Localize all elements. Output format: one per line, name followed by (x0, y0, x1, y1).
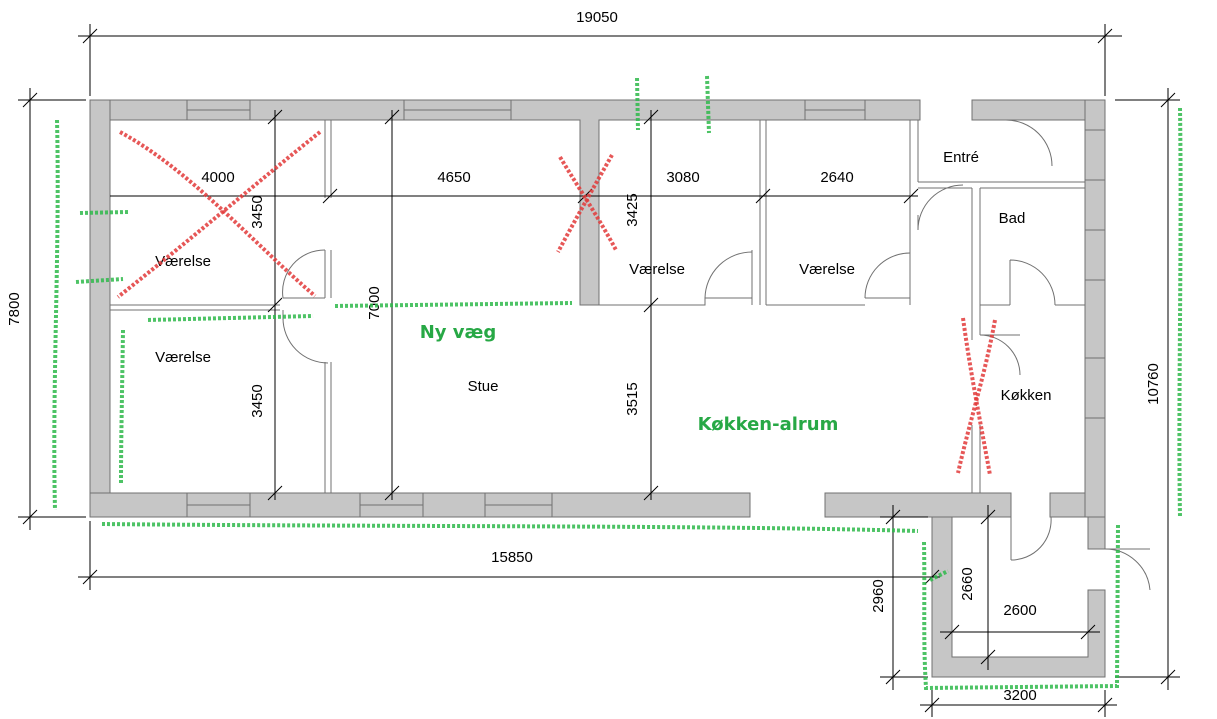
annotation-kokken-alrum: Køkken-alrum (698, 414, 839, 435)
dim-overall-width: 19050 (576, 9, 618, 26)
doors (282, 119, 1151, 591)
dim-bottom-length: 15850 (491, 549, 533, 566)
green-line (705, 75, 711, 134)
interior-walls (110, 100, 1085, 493)
room-label-bad: Bad (999, 210, 1026, 227)
red-cross-line (556, 154, 614, 253)
green-line (79, 210, 129, 215)
dim-room-width-2: 4650 (437, 169, 470, 186)
annotation-ny-vaeg: Ny væg (420, 322, 497, 343)
window (1084, 129, 1106, 181)
windows (186, 99, 1106, 518)
green-line (929, 569, 949, 582)
wall-annex (931, 516, 1106, 678)
door-swing (1009, 259, 1056, 306)
room-label-kokken: Køkken (1001, 387, 1052, 404)
door-swing (972, 119, 1053, 167)
green-line (1177, 107, 1183, 518)
green-line (334, 301, 573, 308)
room-labels: Værelse Værelse Værelse Værelse Stue Ent… (155, 149, 1051, 404)
door-swing (704, 251, 753, 299)
green-line (635, 77, 640, 131)
door-swing (1104, 548, 1151, 591)
dim-room-width-3: 3080 (666, 169, 699, 186)
green-line (75, 277, 124, 284)
red-cross-line (956, 319, 997, 474)
dim-lower-left-depth: 3450 (249, 384, 266, 417)
dim-mid-upper-depth: 3425 (624, 193, 641, 226)
door-swing (864, 252, 911, 299)
dim-room-width-1: 4000 (201, 169, 234, 186)
green-markup: Ny væg Køkken-alrum (52, 75, 1183, 691)
door-swing (1010, 516, 1052, 561)
dim-upper-left-depth: 3450 (249, 195, 266, 228)
dim-annex-outer-height: 2960 (870, 579, 887, 612)
dim-total-height: 10760 (1145, 363, 1162, 405)
red-cross-line (961, 317, 992, 476)
green-line (119, 329, 125, 484)
room-label-vaerelse-3: Værelse (629, 261, 685, 278)
green-line (101, 522, 919, 533)
wall-left (89, 99, 111, 518)
green-line (922, 524, 1120, 691)
dim-mid-lower-depth: 3515 (624, 382, 641, 415)
door-swing (282, 249, 326, 299)
dim-stue-depth: 7000 (366, 286, 383, 319)
room-label-vaerelse-1: Værelse (155, 253, 211, 270)
dim-annex-outer-width: 3200 (1003, 687, 1036, 704)
red-cross-line (116, 130, 322, 299)
red-markup (116, 130, 997, 476)
dim-annex-inner-height: 2660 (959, 567, 976, 600)
dim-room-width-4: 2640 (820, 169, 853, 186)
door-swing (917, 184, 964, 231)
red-cross-line (558, 155, 618, 251)
wall-annex-right-stub (1087, 516, 1106, 550)
room-label-vaerelse-4: Værelse (799, 261, 855, 278)
green-line (147, 314, 314, 322)
window (1084, 229, 1106, 281)
room-label-entre: Entré (943, 149, 979, 166)
wall-bottom-mid (824, 492, 1012, 518)
room-label-vaerelse-2: Værelse (155, 349, 211, 366)
red-cross-line (119, 130, 317, 298)
dimension-labels: 19050 7800 15850 10760 4000 4650 3080 26… (6, 9, 1162, 704)
door-swing (979, 334, 1021, 376)
wall-top (90, 99, 921, 306)
window (1084, 357, 1106, 419)
room-label-stue: Stue (468, 378, 499, 395)
green-line (52, 119, 60, 511)
dimension-lines (18, 24, 1180, 717)
dim-overall-height: 7800 (6, 292, 23, 325)
dim-annex-inner-width: 2600 (1003, 602, 1036, 619)
